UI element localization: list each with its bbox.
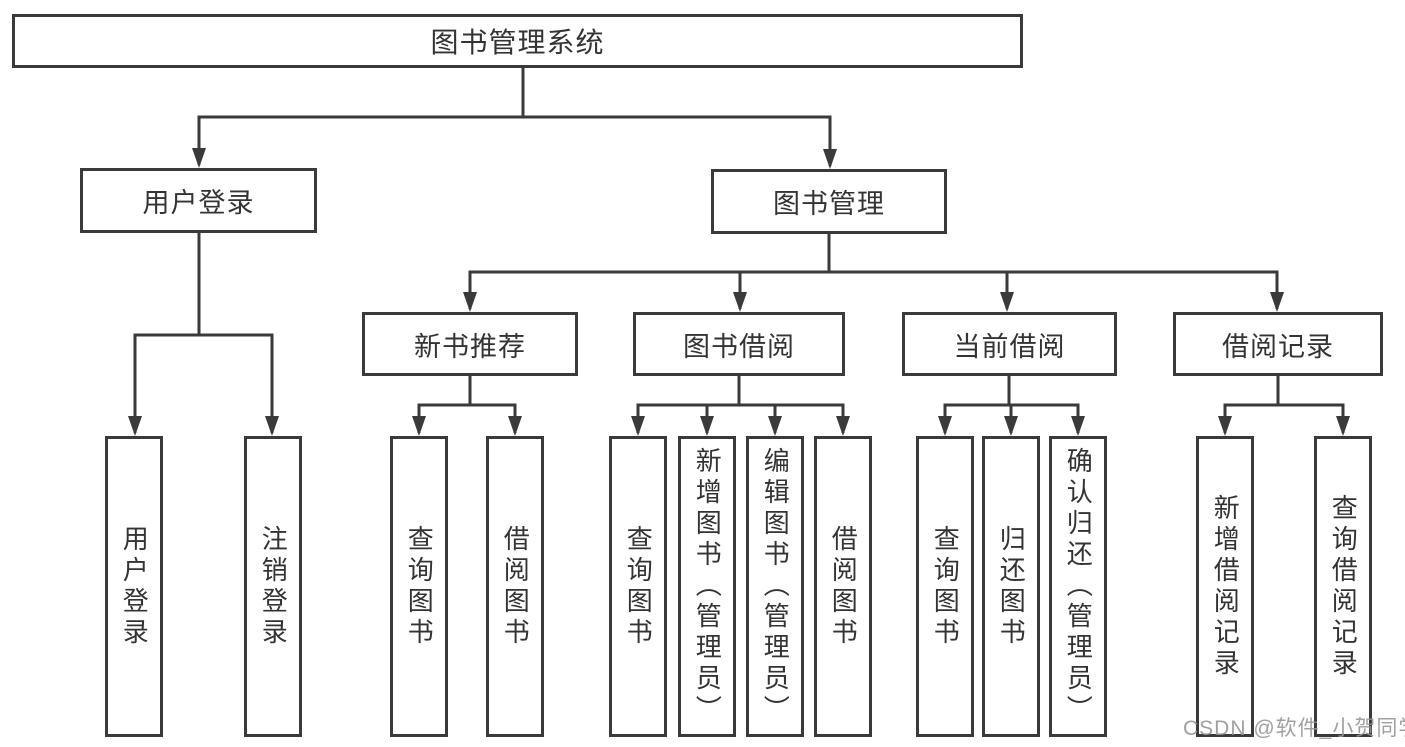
node-label: 确认归还（管理员）: [1063, 447, 1094, 726]
leaf-query-books-recommend: 查询图书: [390, 436, 448, 737]
leaf-borrow-books-recommend: 借阅图书: [486, 436, 544, 737]
node-user-login-branch: 用户登录: [80, 168, 317, 233]
node-label: 新增图书（管理员）: [692, 447, 723, 726]
node-label: 编辑图书（管理员）: [760, 447, 791, 726]
leaf-edit-books-admin: 编辑图书（管理员）: [746, 436, 804, 737]
node-borrowing-records: 借阅记录: [1173, 312, 1383, 376]
node-label: 归还图书: [996, 524, 1027, 649]
node-label: 查询图书: [404, 524, 435, 649]
node-label: 借阅图书: [500, 524, 531, 649]
leaf-query-books-current: 查询图书: [916, 436, 974, 737]
node-label: 借阅图书: [828, 524, 859, 649]
node-label: 图书借阅: [683, 331, 795, 362]
leaf-logout: 注销登录: [244, 436, 302, 737]
leaf-add-books-admin: 新增图书（管理员）: [678, 436, 736, 737]
node-book-management: 图书管理: [711, 169, 947, 234]
node-label: 新书推荐: [414, 331, 526, 362]
node-current-borrowing: 当前借阅: [902, 312, 1117, 376]
node-label: 借阅记录: [1222, 331, 1334, 362]
leaf-return-books: 归还图书: [982, 436, 1040, 737]
leaf-borrow-books-borrowing: 借阅图书: [814, 436, 872, 737]
leaf-user-login: 用户登录: [105, 436, 163, 737]
node-label: 当前借阅: [953, 331, 1066, 362]
node-label: 用户登录: [142, 188, 255, 218]
leaf-query-books-borrowing: 查询图书: [609, 436, 667, 737]
leaf-add-borrow-record: 新增借阅记录: [1196, 436, 1254, 737]
node-label: 查询图书: [623, 524, 654, 649]
node-new-book-recommendation: 新书推荐: [362, 312, 578, 376]
leaf-confirm-return-admin: 确认归还（管理员）: [1049, 436, 1107, 737]
node-library-management-system: 图书管理系统: [12, 14, 1023, 68]
leaf-query-borrow-record: 查询借阅记录: [1314, 436, 1372, 737]
node-label: 用户登录: [119, 524, 150, 649]
node-label: 注销登录: [258, 524, 289, 649]
node-label: 图书管理系统: [430, 27, 605, 58]
node-label: 查询借阅记录: [1328, 493, 1359, 680]
node-label: 查询图书: [930, 524, 961, 649]
node-label: 新增借阅记录: [1210, 493, 1241, 680]
csdn-watermark: CSDN @软件_小贺同学: [1183, 717, 1405, 740]
node-book-borrowing: 图书借阅: [633, 312, 845, 376]
node-label: 图书管理: [773, 189, 885, 219]
